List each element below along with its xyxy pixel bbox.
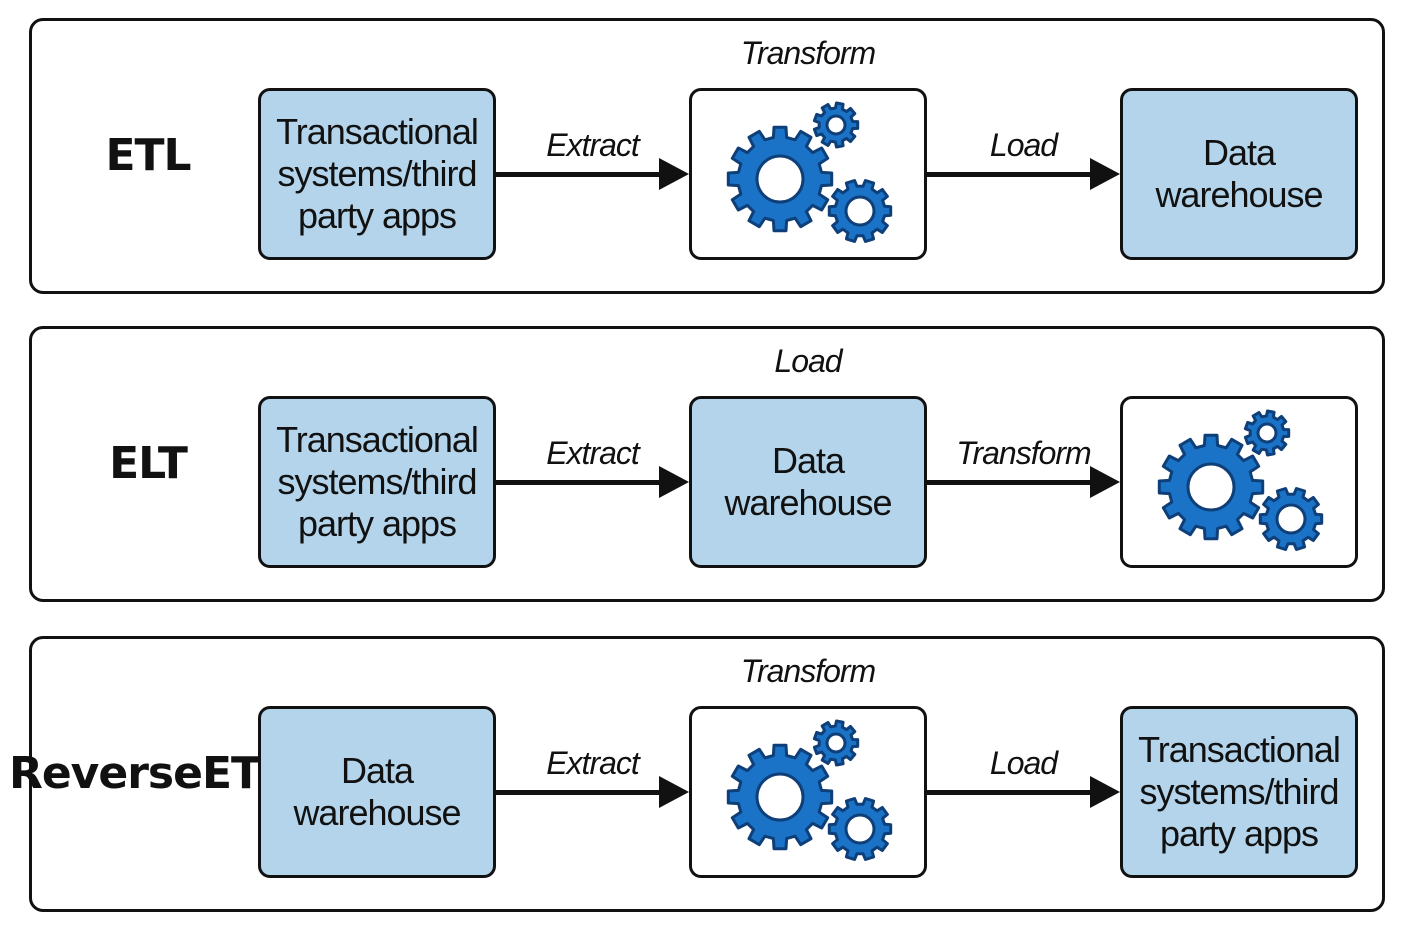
node-label: Data warehouse	[293, 750, 461, 833]
p3-medium-gear	[827, 797, 893, 861]
gears-icon	[726, 719, 893, 861]
node-label: Transactional systems/third party apps	[276, 419, 479, 544]
data-node: Transactional systems/third party apps	[258, 396, 496, 568]
arrow-line	[496, 480, 661, 485]
arrow-line	[496, 172, 661, 177]
node-label: Transactional systems/third party apps	[276, 111, 479, 236]
p1-medium-gear	[827, 179, 893, 243]
edge-label: Extract	[546, 435, 640, 471]
edge-label: Load	[989, 745, 1058, 781]
arrow-line	[927, 790, 1092, 795]
edge-label: Transform	[956, 435, 1091, 471]
arrow-line	[927, 480, 1092, 485]
arrow-head-icon	[659, 158, 689, 190]
p2-small-gear	[1243, 409, 1291, 457]
p2-medium-gear	[1258, 487, 1324, 551]
p2-large-gear	[1157, 433, 1265, 541]
panel-title-line: ETL	[105, 130, 191, 181]
arrow-head-icon	[659, 466, 689, 498]
arrow-head-icon	[659, 776, 689, 808]
edge-label: Extract	[546, 745, 640, 781]
arrow-line	[496, 790, 661, 795]
arrow-head-icon	[1090, 466, 1120, 498]
panel-title: ELT	[32, 329, 264, 599]
edge-label: Load	[989, 127, 1058, 163]
transform-node	[1120, 396, 1358, 568]
node-label: Transactional systems/third party apps	[1138, 729, 1341, 854]
p1-large-gear	[726, 125, 834, 233]
data-node: Data warehouse	[258, 706, 496, 878]
node-label: Data warehouse	[724, 440, 892, 523]
data-node: Transactional systems/third party apps	[258, 88, 496, 260]
arrow-line	[927, 172, 1092, 177]
node-label: Data warehouse	[1155, 132, 1323, 215]
top-stage-label: Transform	[740, 35, 876, 71]
edge-label: Extract	[546, 127, 640, 163]
p3-large-gear	[726, 743, 834, 851]
top-stage-label: Transform	[740, 653, 876, 689]
p3-small-gear	[812, 719, 860, 767]
gears-icon	[726, 101, 893, 243]
panel-title-line: Reverse	[8, 748, 203, 799]
transform-node	[689, 706, 927, 878]
arrow-head-icon	[1090, 776, 1120, 808]
data-node: Data warehouse	[689, 396, 927, 568]
p1-small-gear	[812, 101, 860, 149]
data-node: Transactional systems/third party apps	[1120, 706, 1358, 878]
gears-icon	[1157, 409, 1324, 551]
arrow-head-icon	[1090, 158, 1120, 190]
panel-title: ETL	[32, 21, 264, 291]
data-node: Data warehouse	[1120, 88, 1358, 260]
top-stage-label: Load	[774, 343, 842, 379]
transform-node	[689, 88, 927, 260]
panel-title-line: ELT	[109, 438, 188, 489]
